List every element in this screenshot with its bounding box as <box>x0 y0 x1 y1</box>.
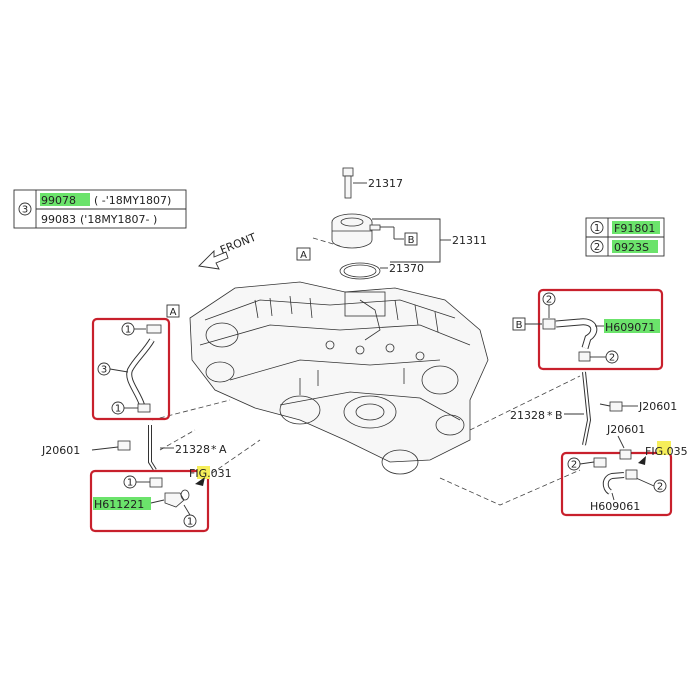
panel-h609061: FIG.035 2 2 H609061 <box>560 441 688 517</box>
legend-right-code-2[interactable]: 0923S <box>614 241 649 254</box>
legend-right-code-1[interactable]: F91801 <box>614 222 655 235</box>
legend-right-marker-1: 1 <box>594 223 600 234</box>
red-callout-a <box>91 317 171 421</box>
part-21328-b-suffix: B <box>555 409 563 422</box>
ref-b-top: B <box>408 235 415 246</box>
marker-1-h611221-bottom: 1 <box>187 517 193 528</box>
front-label: FRONT <box>218 231 258 257</box>
part-h611221[interactable]: H611221 <box>94 498 144 511</box>
red-callout-h609061 <box>560 451 673 517</box>
part-21311[interactable]: 21311 <box>452 234 487 247</box>
engine-block-illustration <box>189 281 489 475</box>
part-21328-b[interactable]: 21328 <box>510 409 545 422</box>
ref-a-top: A <box>300 250 307 261</box>
marker-1-a-top: 1 <box>125 325 131 336</box>
red-callout-h611221 <box>89 469 210 533</box>
marker-1-a-bottom: 1 <box>115 404 121 415</box>
leader-lines <box>151 375 581 506</box>
part-21317[interactable]: 21317 <box>368 177 403 190</box>
marker-2-h609071-bottom: 2 <box>609 353 615 364</box>
marker-2-h609061-right: 2 <box>657 482 663 493</box>
oil-filler-assembly: 21317 B 21311 21370 A <box>296 167 487 280</box>
legend-left-note-2: ('18MY1807- ) <box>80 213 157 226</box>
part-h609071[interactable]: H609071 <box>605 321 655 334</box>
marker-2-h609071-top: 2 <box>546 295 552 306</box>
part-21328-a-suffix: A <box>219 443 227 456</box>
marker-2-h609061-left: 2 <box>571 460 577 471</box>
part-j20601-right2[interactable]: J20601 <box>606 423 645 436</box>
legend-left-code-2[interactable]: 99083 <box>41 213 76 226</box>
fig-031-ref[interactable]: FIG.031 <box>189 467 232 480</box>
fig-035-ref[interactable]: FIG.035 <box>645 445 688 458</box>
ref-a-panel: A <box>170 307 177 318</box>
legend-right: 1 2 F91801 0923S <box>585 217 665 257</box>
part-21328-a[interactable]: 21328 <box>175 443 210 456</box>
front-arrow: FRONT <box>198 231 258 270</box>
panel-a: A 1 3 1 <box>91 304 180 421</box>
marker-3-a: 3 <box>101 365 107 376</box>
marker-1-h611221-top: 1 <box>127 478 133 489</box>
part-j20601-left[interactable]: J20601 <box>41 444 80 457</box>
legend-left-note-1: ( -'18MY1807) <box>94 194 171 207</box>
part-21328-a-star: * <box>211 443 217 456</box>
pipe-b-group: 21328 * B J20601 J20601 <box>510 371 677 449</box>
legend-right-marker-2: 2 <box>594 242 600 253</box>
ref-b-panel: B <box>516 320 523 331</box>
part-h609061[interactable]: H609061 <box>590 500 640 513</box>
part-21328-b-star: * <box>547 409 553 422</box>
part-21370[interactable]: 21370 <box>389 262 424 275</box>
legend-left-code-1[interactable]: 99078 <box>41 194 76 207</box>
panel-h611221: FIG.031 1 H611221 1 <box>89 466 232 533</box>
legend-left: 3 99078 ( -'18MY1807) 99083 ('18MY1807- … <box>13 189 187 229</box>
legend-left-marker: 3 <box>22 205 28 216</box>
part-j20601-right[interactable]: J20601 <box>638 400 677 413</box>
pipe-a-group: J20601 21328 * A <box>41 425 227 472</box>
panel-h609071: B 2 H609071 2 <box>512 288 664 371</box>
red-callout-h609071 <box>537 288 664 371</box>
